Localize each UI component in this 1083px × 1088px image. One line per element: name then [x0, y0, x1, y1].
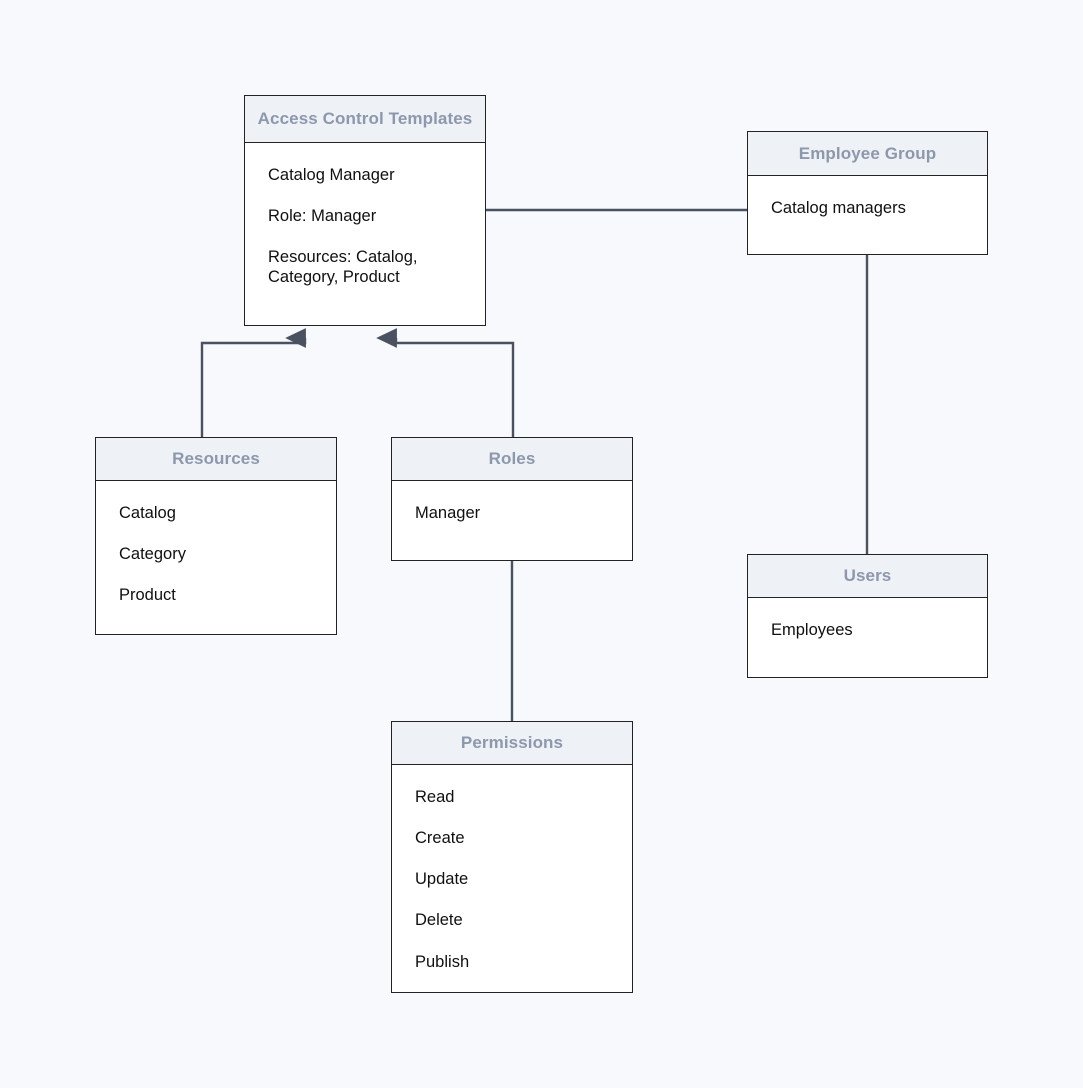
node-body-users: Employees — [748, 598, 987, 657]
node-roles[interactable]: Roles Manager — [391, 437, 633, 561]
node-access-control-templates[interactable]: Access Control Templates Catalog Manager… — [244, 95, 486, 326]
list-item: Update — [415, 870, 469, 889]
edge-resources-to-templates — [200, 328, 307, 437]
list-item: Catalog Manager — [268, 166, 395, 184]
list-item: Manager — [415, 504, 481, 522]
list-item: Delete — [415, 911, 463, 930]
node-body-permissions: Read Create Update Delete Publish — [392, 765, 632, 988]
node-body-access-control-templates: Catalog Manager Role: Manager Resources:… — [245, 143, 485, 304]
list-item: Catalog — [119, 504, 176, 522]
list-item: Category — [119, 545, 186, 564]
list-item: Resources: Catalog, Category, Product — [268, 248, 423, 287]
node-permissions[interactable]: Permissions Read Create Update Delete Pu… — [391, 721, 633, 993]
list-item: Publish — [415, 952, 470, 971]
edge-roles-to-templates — [376, 328, 515, 437]
node-body-roles: Manager — [392, 481, 632, 540]
list-item: Role: Manager — [268, 207, 377, 226]
node-title-roles: Roles — [392, 438, 632, 481]
list-item: Catalog managers — [771, 199, 906, 217]
list-item: Employees — [771, 621, 853, 639]
node-title-users: Users — [748, 555, 987, 598]
node-title-access-control-templates: Access Control Templates — [245, 96, 485, 143]
node-body-employee-group: Catalog managers — [748, 176, 987, 235]
node-title-employee-group: Employee Group — [748, 132, 987, 176]
node-body-resources: Catalog Category Product — [96, 481, 336, 622]
list-item: Read — [415, 788, 455, 806]
node-resources[interactable]: Resources Catalog Category Product — [95, 437, 337, 635]
node-title-resources: Resources — [96, 438, 336, 481]
node-users[interactable]: Users Employees — [747, 554, 988, 678]
list-item: Create — [415, 829, 465, 848]
node-title-permissions: Permissions — [392, 722, 632, 765]
node-employee-group[interactable]: Employee Group Catalog managers — [747, 131, 988, 255]
list-item: Product — [119, 586, 176, 605]
